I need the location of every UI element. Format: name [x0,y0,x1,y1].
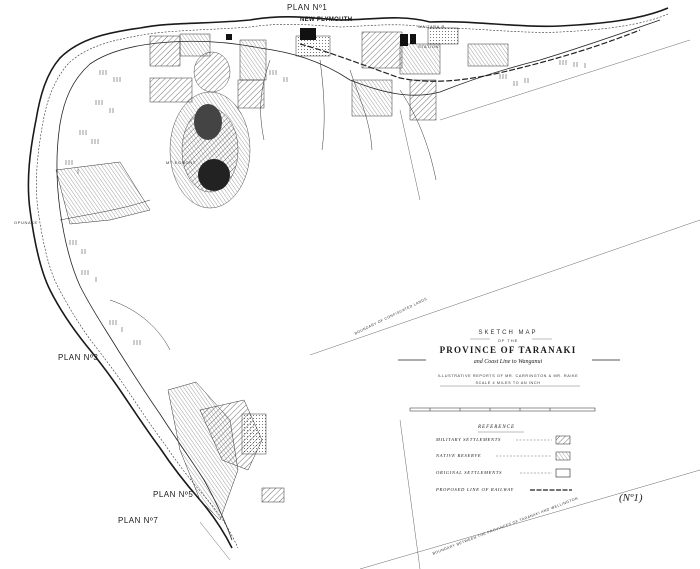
place-mt-egmont: MT EGMONT [166,160,196,165]
plan-label-1: PLAN Nº1 [287,3,328,12]
coastline [27,7,669,549]
title-block: SKETCH MAP OF THE PROVINCE OF TARANAKI a… [398,330,618,385]
place-station: STATION [418,44,439,49]
southern-blocks [55,161,285,521]
plan-label-7: PLAN Nº7 [118,516,159,525]
place-new-plymouth: NEW PLYMOUTH [300,17,353,23]
mt-egmont-relief [169,51,251,209]
settlement-blocks [149,27,509,121]
reference-item-railway: PROPOSED LINE OF RAILWAY [436,487,514,492]
place-waitara: WAITARA R. [418,24,447,29]
sheet-number: (Nº1) [619,492,643,504]
reference-item-original-settlements: ORIGINAL SETTLEMENTS [436,470,503,475]
reference-item-native-reserve: NATIVE RESERVE [436,453,482,458]
proposed-railway [299,29,641,82]
coastline-inner [36,13,669,549]
plan-lines [199,39,700,569]
reference-heading: REFERENCE [478,425,516,430]
title-line-1: SKETCH MAP [478,330,538,336]
coastal-road [56,19,661,541]
town-markers [226,28,416,46]
scale-text: SCALE 4 MILES TO AN INCH [475,381,541,385]
reference-item-military: MILITARY SETTLEMENTS [436,437,502,442]
title-line-2: OF THE [497,338,519,343]
plan-label-3: PLAN Nº3 [58,353,99,362]
place-opunake: OPUNAKE [14,220,38,225]
map-subtitle: and Coast Line to Wanganui [473,359,543,365]
credit-line: ILLUSTRATIVE REPORTS OF MR. CARRINGTON &… [437,374,579,378]
plan-label-5: PLAN Nº5 [153,490,194,499]
map-title: PROVINCE OF TARANAKI [439,345,577,355]
settlement-marks [65,60,586,345]
